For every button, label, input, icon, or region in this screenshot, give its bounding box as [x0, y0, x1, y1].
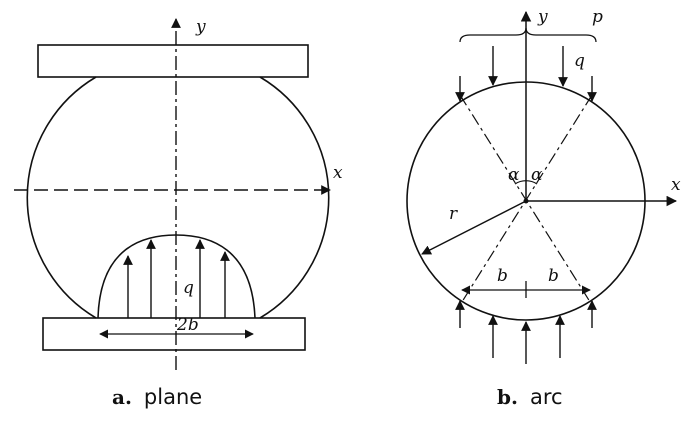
x-axis-label-b: x [671, 175, 681, 195]
b-left-label: b [497, 266, 508, 286]
bottom-load-arrows [455, 300, 597, 364]
load-brace [459, 27, 597, 43]
top-plate [37, 44, 309, 78]
panel-a-plane: y x q 2b a. plane [14, 17, 343, 409]
alpha-arc [514, 180, 538, 185]
radius-label: r [449, 204, 458, 224]
load-q-label: q [574, 51, 585, 71]
alpha-right-label: α [531, 165, 543, 185]
x-axis-label-a: x [333, 163, 343, 183]
bottom-plate [42, 317, 306, 351]
caption-b: b. arc [497, 385, 563, 409]
panel-b-arc: y p q x α α r b b b. arc [406, 7, 681, 409]
pressure-label-a: q [183, 278, 194, 298]
load-p-label: p [592, 7, 603, 27]
pressure-distribution-curve [97, 234, 256, 319]
y-axis-label-b: y [537, 7, 548, 27]
width-label-a: 2b [176, 315, 199, 335]
top-load-arrows [455, 46, 597, 102]
alpha-left-label: α [508, 165, 520, 185]
caption-a: a. plane [112, 385, 202, 409]
cylinder-left-arc [26, 76, 97, 319]
cylinder-right-arc [259, 76, 330, 319]
pressure-arrows [123, 239, 230, 318]
y-axis-label-a: y [195, 17, 206, 37]
b-right-label: b [548, 266, 559, 286]
radius-arrow [421, 200, 527, 255]
